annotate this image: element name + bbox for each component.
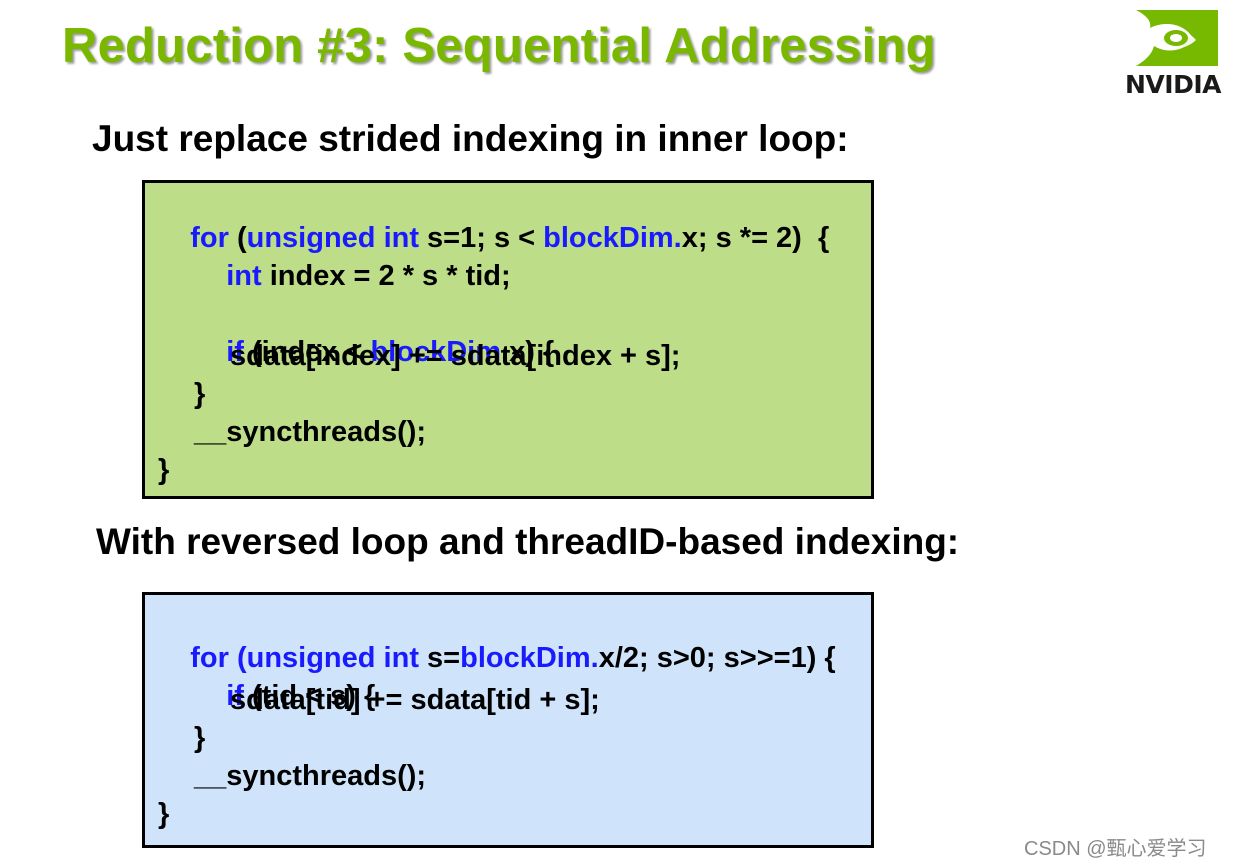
code-text: ( <box>228 222 247 254</box>
nvidia-logo: NVIDIA <box>1114 6 1232 99</box>
code-line: } <box>194 722 206 754</box>
code-text: (tid < s) { <box>243 680 376 712</box>
code-keyword: blockDim. <box>370 336 510 368</box>
subheading-reversed: With reversed loop and threadID-based in… <box>96 521 960 562</box>
code-keyword: blockDim. <box>543 222 682 254</box>
code-keyword: unsigned int <box>246 222 419 254</box>
code-keyword: if <box>226 336 244 368</box>
code-text: index = 2 * s * tid; <box>261 260 511 292</box>
code-line: __syncthreads(); <box>194 416 427 448</box>
code-text: (index < <box>243 336 371 368</box>
code-keyword: int <box>226 260 262 292</box>
subheading-strided: Just replace strided indexing in inner l… <box>92 118 849 159</box>
code-line: for (unsigned int s=1; s < blockDim.x; s… <box>158 187 829 289</box>
code-line: __syncthreads(); <box>194 760 427 792</box>
code-keyword: if <box>226 680 244 712</box>
code-text: s=1; s < <box>419 222 544 254</box>
code-text: x; s *= 2) { <box>681 222 830 254</box>
nvidia-eye-icon <box>1136 10 1218 66</box>
code-line: for (unsigned int s=blockDim.x/2; s>0; s… <box>158 607 836 709</box>
code-block-sequential: for (unsigned int s=blockDim.x/2; s>0; s… <box>142 592 874 848</box>
code-text: x/2; s>0; s>>=1) { <box>598 642 836 674</box>
code-block-strided: for (unsigned int s=1; s < blockDim.x; s… <box>142 180 874 499</box>
code-keyword: blockDim. <box>460 642 599 674</box>
code-text: s= <box>418 642 461 674</box>
code-line: if (index < blockDim.x) { <box>194 301 554 403</box>
code-text: x) { <box>509 336 555 368</box>
code-line: sdata[index] += sdata[index + s]; <box>230 340 681 372</box>
code-line: int index = 2 * s * tid; <box>194 225 511 327</box>
code-line: sdata[tid] += sdata[tid + s]; <box>230 684 600 716</box>
slide-title: Reduction #3: Sequential Addressing <box>62 19 936 73</box>
nvidia-wordmark: NVIDIA <box>1125 70 1221 99</box>
watermark: CSDN @甄心爱学习 <box>1024 838 1207 860</box>
code-line: if (tid < s) { <box>194 645 375 747</box>
code-keyword: for <box>190 222 229 254</box>
code-keyword: for (unsigned int <box>190 642 419 674</box>
code-line: } <box>158 798 170 830</box>
code-line: } <box>194 378 206 410</box>
code-line: } <box>158 454 170 486</box>
